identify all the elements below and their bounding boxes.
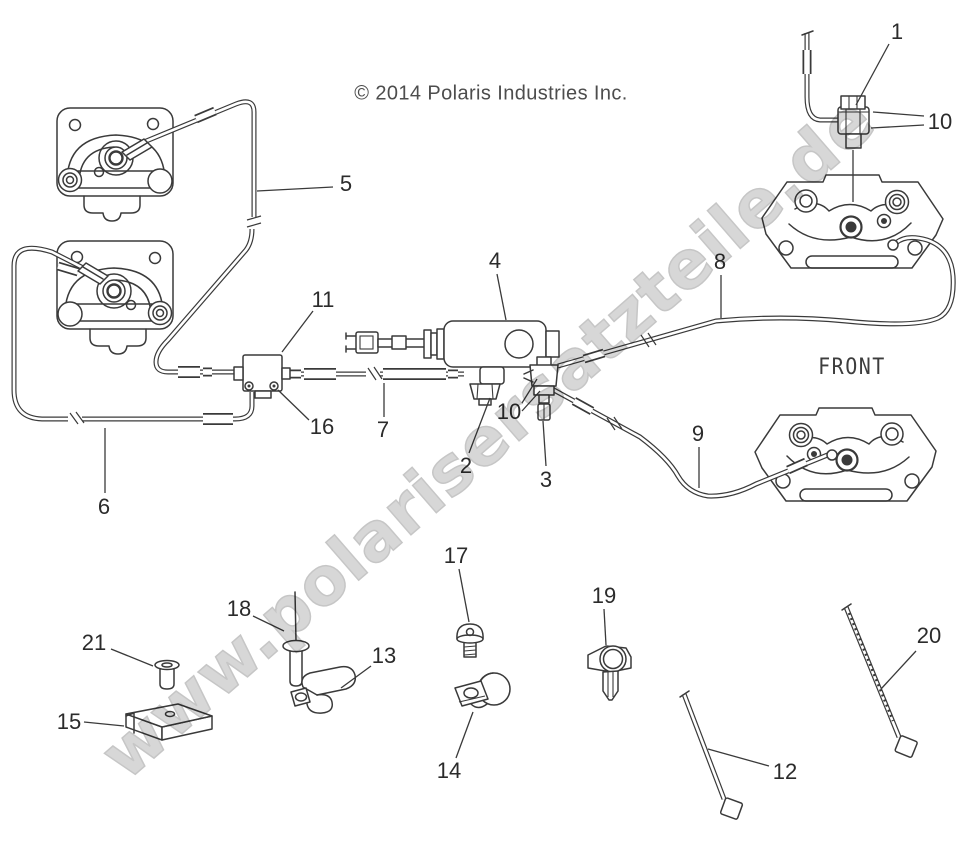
clip-block-15 [125,703,213,741]
front-orientation-label: FRONT [818,352,886,380]
callout-6: 6 [97,494,111,519]
callout-19: 19 [591,583,617,608]
callout-10-banjo: 10 [927,109,953,134]
front-caliper-lower [753,406,938,503]
callout-5: 5 [339,171,353,196]
cable-tie-12 [679,690,744,820]
center-fitting-10 [523,356,559,404]
clamp-13 [290,665,357,714]
callout-14: 14 [436,758,462,783]
rivet-21 [154,659,180,690]
callout-3: 3 [539,467,553,492]
pin-18 [282,591,310,687]
rear-caliper-lower [55,239,175,356]
clip-19 [587,645,632,701]
copyright-text: © 2014 Polaris Industries Inc. [354,82,628,105]
screw-17 [456,623,484,658]
callout-11: 11 [311,287,335,312]
brake-line-8 [557,235,956,369]
callout-7: 7 [376,417,390,442]
leader-lines [83,43,925,767]
clamp-14 [454,672,511,709]
brake-line-7 [282,366,464,381]
callout-17: 17 [443,543,469,568]
callout-10-fitting: 10 [496,399,522,424]
banjo-fitting-rear-upper [121,138,153,161]
callout-9: 9 [691,421,705,446]
master-cylinder [345,320,560,406]
callout-21: 21 [81,630,107,655]
callout-12: 12 [772,759,798,784]
banjo-bolt-assembly [801,30,870,202]
callout-16: 16 [309,414,335,439]
tee-junction [233,354,291,399]
rear-caliper-upper [55,106,175,223]
fitting-3 [537,403,551,421]
brake-line-9 [550,386,838,499]
brake-line-5 [138,99,262,378]
callout-8: 8 [713,249,727,274]
brake-line-6 [11,245,255,425]
callout-18: 18 [226,596,252,621]
callout-1: 1 [890,19,904,44]
callout-2: 2 [459,453,473,478]
callout-20: 20 [916,623,942,648]
callout-4: 4 [488,248,502,273]
banjo-fitting-rear-lower [77,262,109,285]
callout-15: 15 [56,709,82,734]
cable-tie-20 [841,603,918,758]
callout-13: 13 [371,643,397,668]
